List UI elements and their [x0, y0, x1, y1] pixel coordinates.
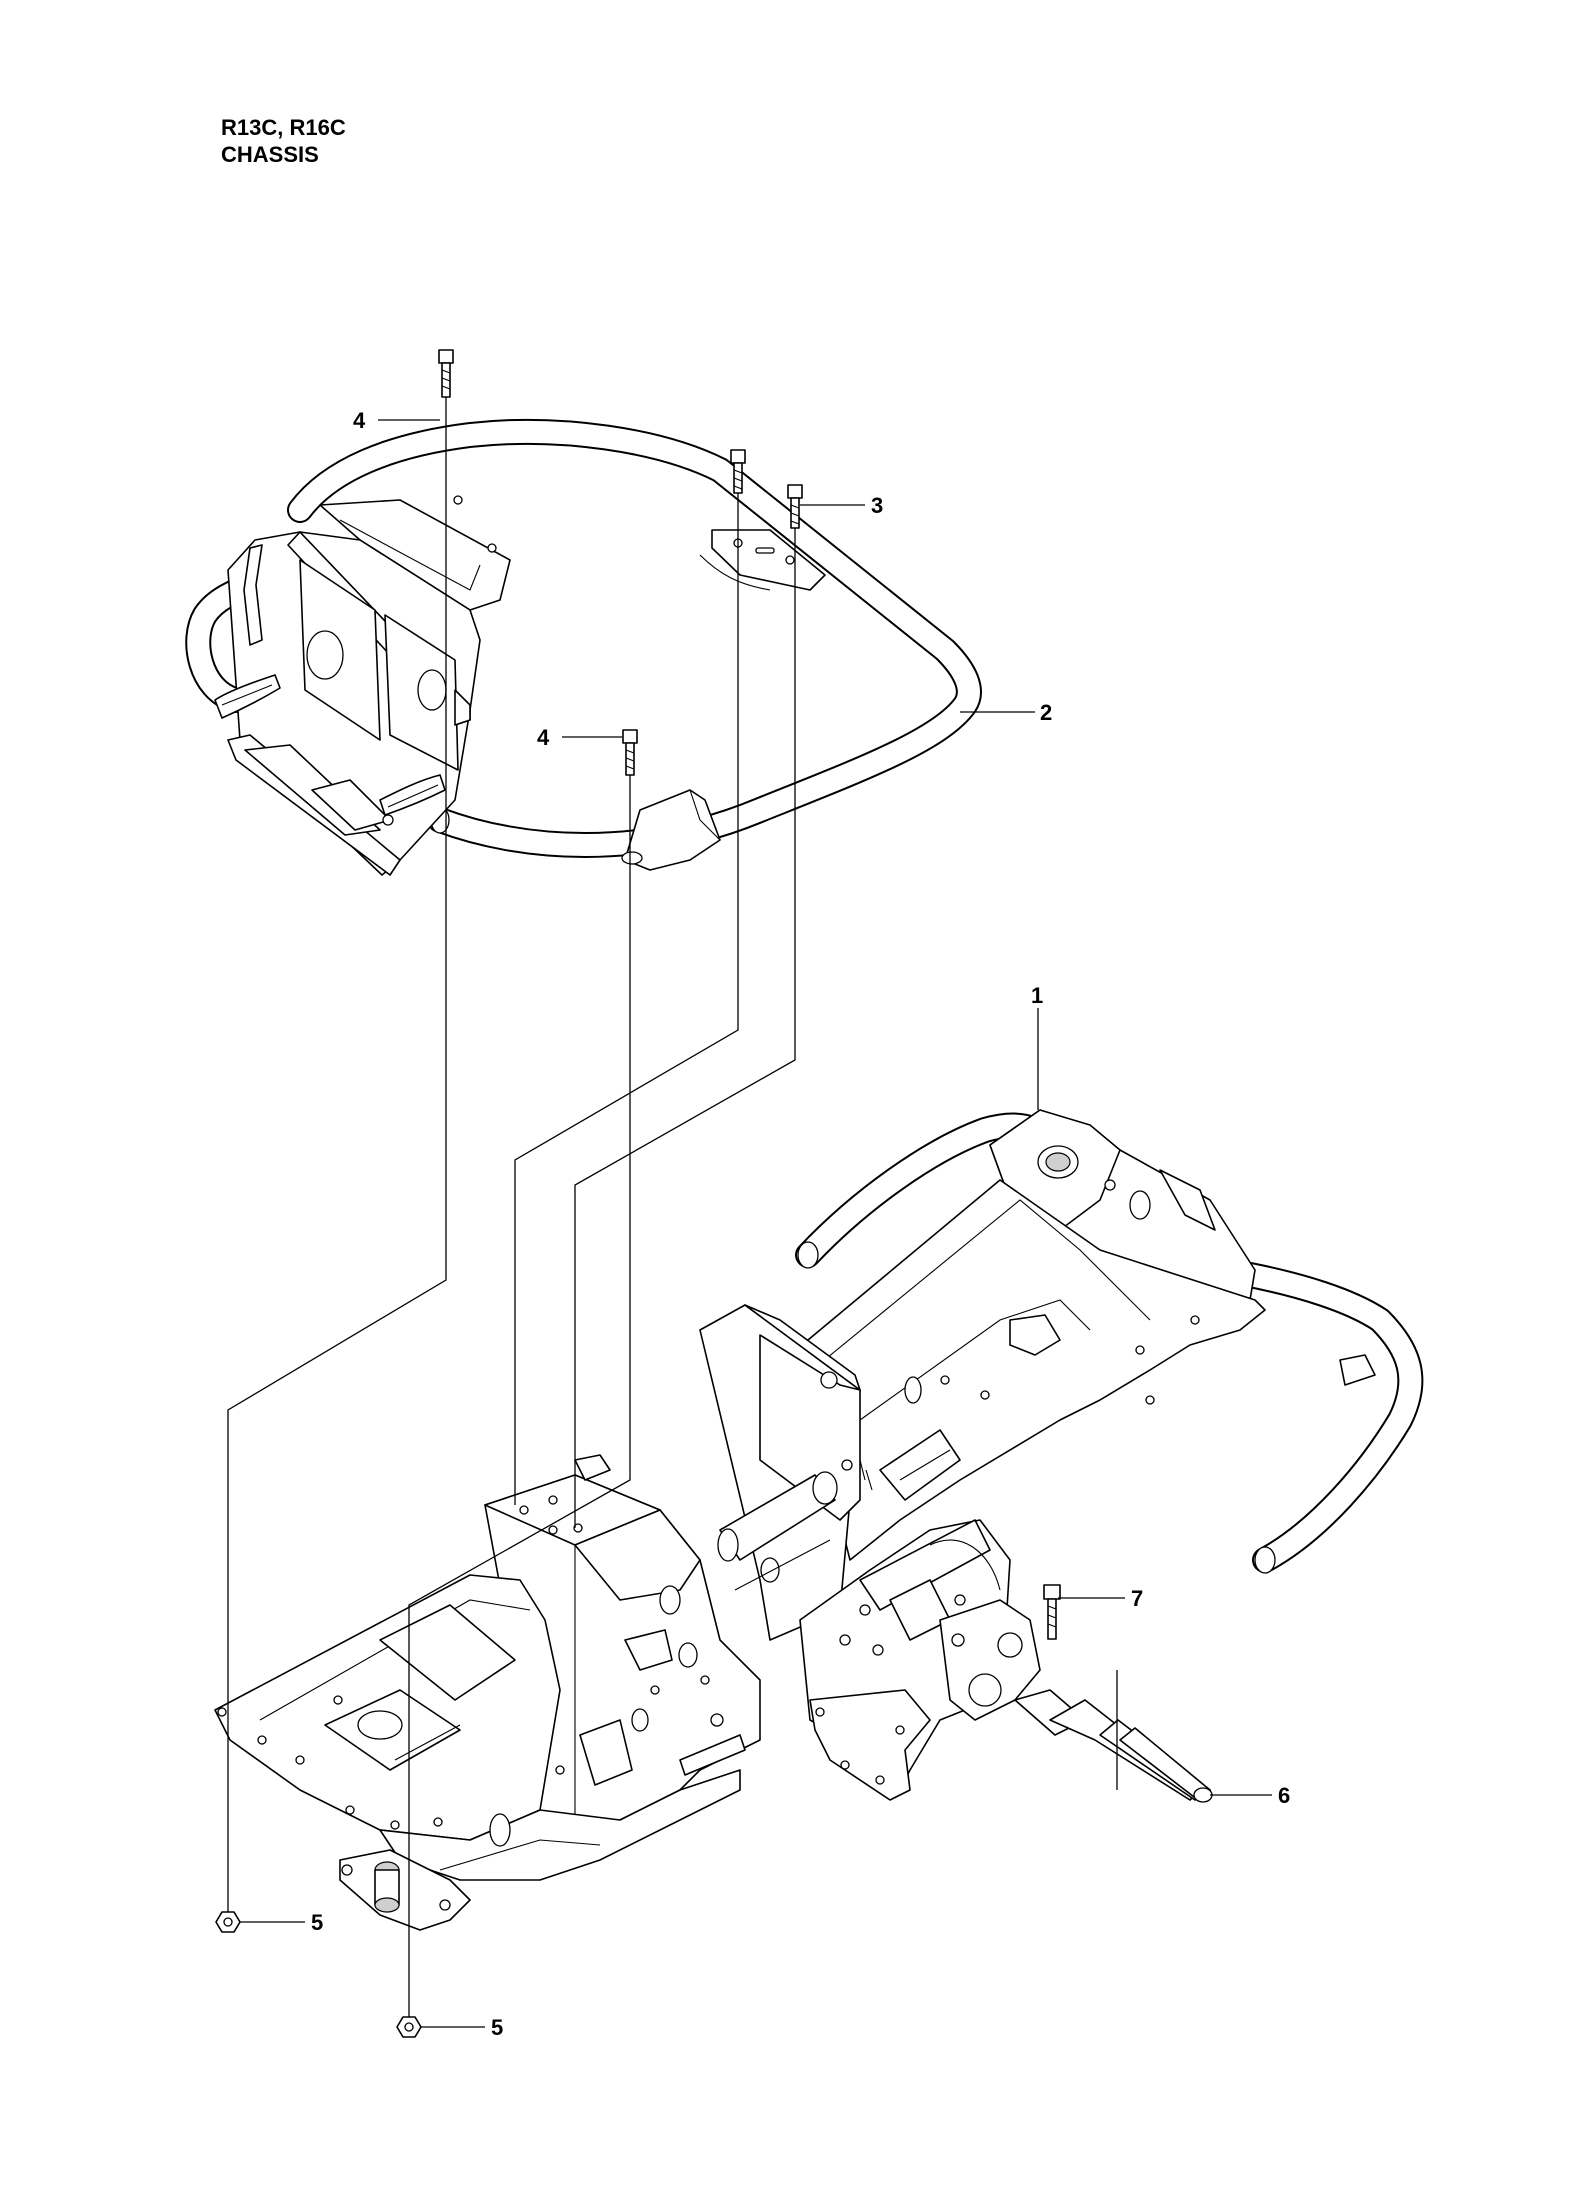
callout-4-top: 4	[353, 408, 366, 433]
part-5-nut-upper	[215, 1911, 241, 1933]
callout-5-lower: 5	[491, 2015, 503, 2040]
part-6-pin	[1049, 1699, 1213, 1803]
callout-leaders	[240, 419, 1272, 2028]
section-title: CHASSIS	[221, 142, 319, 167]
part-7-bolt	[1043, 1584, 1061, 1640]
assembly-lines	[227, 397, 1118, 2017]
part-4-bolt-top	[438, 349, 454, 398]
part-4-bolt-middle	[622, 729, 638, 776]
callout-2: 2	[1040, 700, 1052, 725]
callout-3: 3	[871, 493, 883, 518]
model-title: R13C, R16C	[221, 115, 346, 140]
callout-4-middle: 4	[537, 725, 550, 750]
part-2-seat-frame	[185, 418, 982, 876]
callout-1: 1	[1031, 983, 1043, 1008]
callouts: 1 2 3 4 4 5 5 6 7	[311, 408, 1290, 2040]
callout-5-upper: 5	[311, 1910, 323, 1935]
part-3-bolt-left	[730, 449, 746, 494]
part-5-nut-lower	[396, 2016, 422, 2038]
callout-7: 7	[1131, 1586, 1143, 1611]
title-block: R13C, R16C CHASSIS	[221, 114, 346, 168]
part-1-main-chassis	[214, 1109, 1424, 1931]
callout-6: 6	[1278, 1783, 1290, 1808]
